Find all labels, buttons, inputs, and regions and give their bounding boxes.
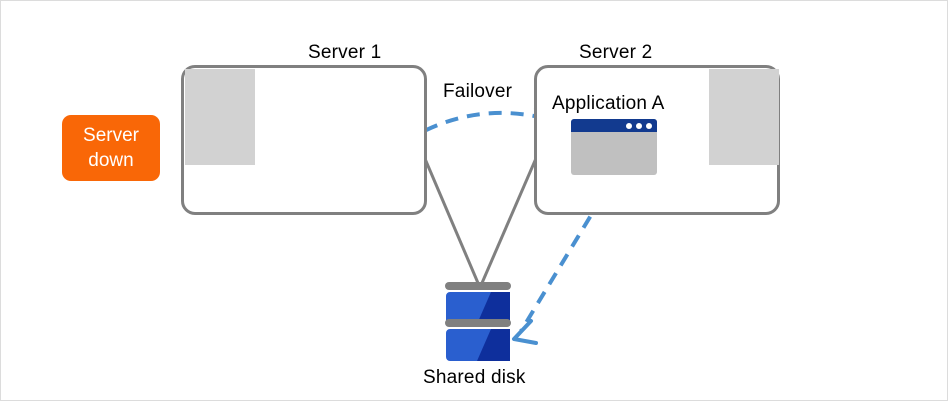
server1-icon-panel: [185, 69, 255, 165]
window-dot-1: [626, 122, 632, 129]
server-down-badge-line2: down: [88, 150, 134, 171]
server1-title: Server 1: [308, 42, 382, 63]
application-window-titlebar: [571, 119, 657, 132]
window-dot-2: [636, 122, 642, 129]
shared-disk-icon: [445, 282, 511, 361]
server2-title: Server 2: [579, 42, 653, 63]
shared-disk-label: Shared disk: [423, 367, 526, 388]
window-dot-3: [646, 122, 652, 129]
failover-label: Failover: [443, 81, 513, 102]
server-down-badge: Server down: [62, 115, 160, 181]
server-down-badge-line1: Server: [83, 124, 139, 146]
connector-lines: [412, 132, 549, 284]
application-label: Application A: [552, 93, 665, 114]
server2-icon-panel: [709, 69, 779, 165]
application-window-icon: [571, 119, 657, 175]
